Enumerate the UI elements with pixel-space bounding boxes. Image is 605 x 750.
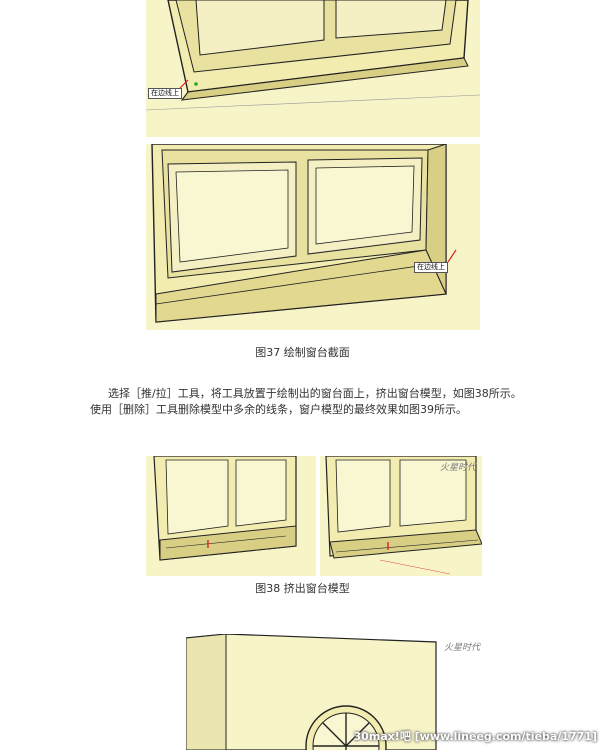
window-sill-bottom-drawing [146, 144, 480, 330]
figure38-caption: 图38 挤出窗台模型 [255, 582, 350, 595]
figure37-caption: 图37 绘制窗台截面 [255, 346, 350, 359]
figure38-left-image [146, 456, 316, 576]
edge-hint-label: 在边线上 [414, 262, 448, 273]
edge-hint-label: 在边线上 [148, 88, 182, 99]
instruction-line-1: 选择［推/拉］工具，将工具放置于绘制出的窗台面上，挤出窗台模型，如图38所示。 [108, 387, 522, 400]
footer-watermark: 30max!吧 [www.lineeg.com/tieba/1771] [353, 730, 597, 743]
figure37-top-image: 在边线上 [146, 0, 480, 137]
final-window-drawing [186, 634, 482, 750]
figure37-bottom-image: 在边线上 [146, 144, 480, 330]
window-sill-top-drawing [146, 0, 480, 137]
extrude-step-a-drawing [146, 456, 316, 576]
figure38-right-image: 火星时代 [320, 456, 482, 576]
instruction-line-2: 使用［删除］工具删除模型中多余的线条，窗户模型的最终效果如图39所示。 [90, 403, 467, 416]
watermark-logo: 火星时代 [439, 463, 476, 473]
figure39-image: 火星时代 [186, 634, 482, 750]
extrude-step-b-drawing [320, 456, 482, 576]
watermark-logo: 火星时代 [443, 643, 480, 653]
